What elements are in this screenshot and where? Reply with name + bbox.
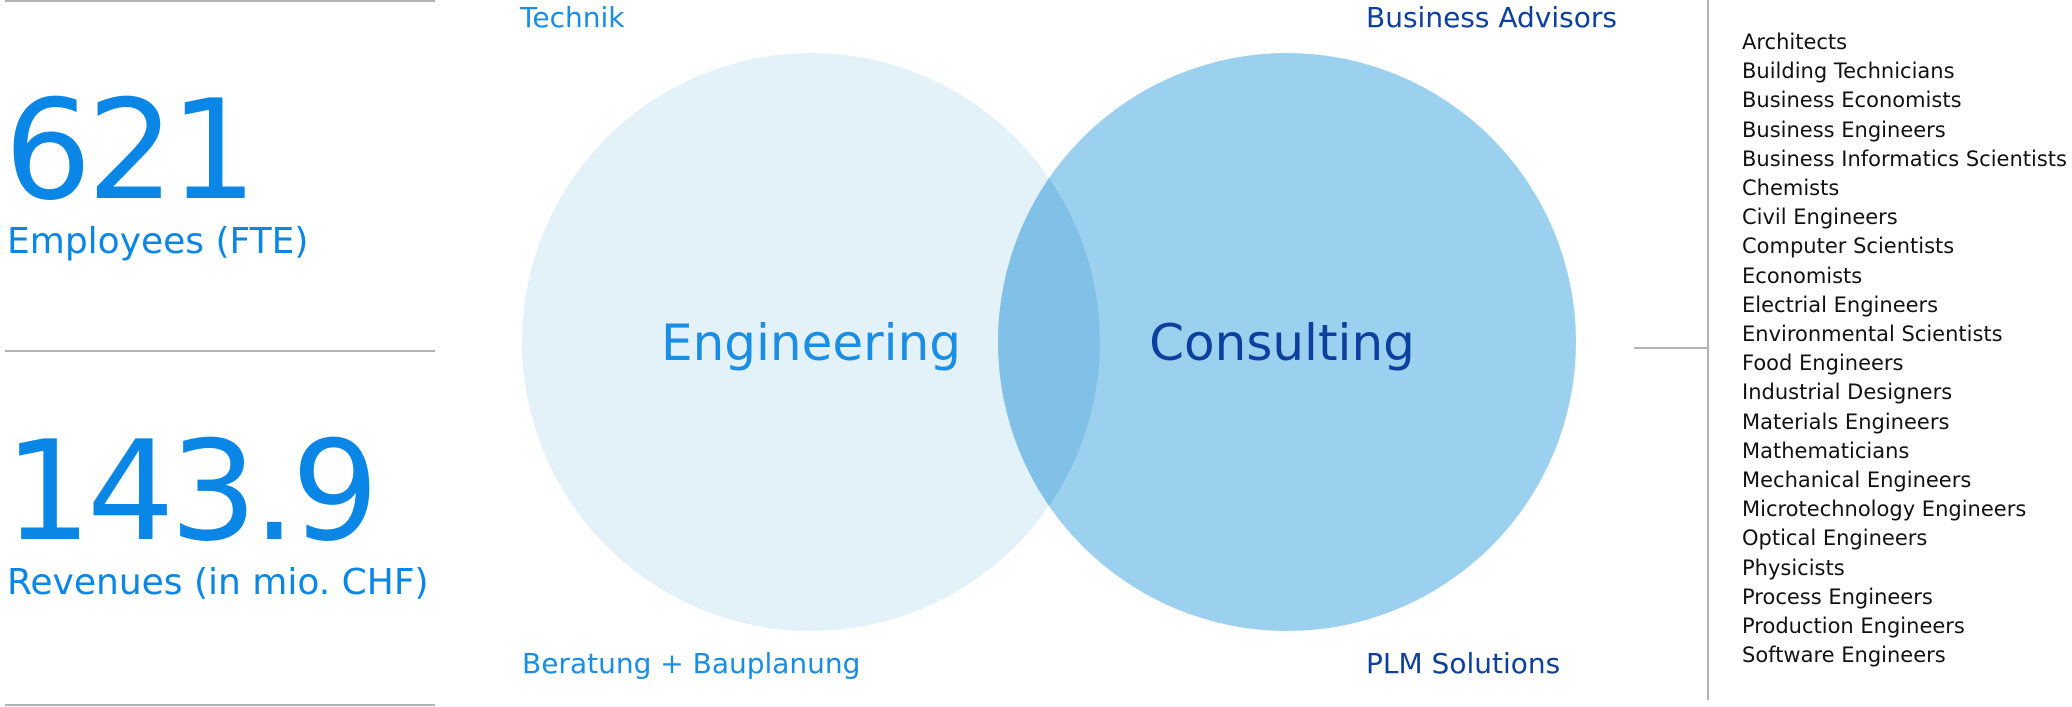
list-item: Materials Engineers bbox=[1742, 409, 1950, 434]
middle-divider bbox=[5, 350, 435, 352]
consulting-label: Consulting bbox=[1149, 314, 1415, 372]
list-item: Software Engineers bbox=[1742, 643, 1946, 668]
list-item: Computer Scientists bbox=[1742, 234, 1955, 259]
list-item: Economists bbox=[1742, 263, 1863, 288]
list-item: Food Engineers bbox=[1742, 351, 1904, 376]
engineering-label: Engineering bbox=[661, 314, 961, 372]
list-item: Optical Engineers bbox=[1742, 526, 1928, 551]
list-item: Architects bbox=[1742, 30, 1848, 54]
top-divider bbox=[5, 0, 435, 2]
employees-label: Employees (FTE) bbox=[7, 221, 309, 262]
engineering-circle bbox=[522, 53, 1100, 631]
business-advisors-label: Business Advisors bbox=[1366, 1, 1617, 34]
list-item: Production Engineers bbox=[1742, 614, 1965, 639]
list-item: Business Economists bbox=[1742, 88, 1962, 113]
list-item: Mathematicians bbox=[1742, 438, 1910, 463]
revenues-label: Revenues (in mio. CHF) bbox=[7, 562, 429, 603]
list-item: Mechanical Engineers bbox=[1742, 468, 1972, 493]
employees-value: 621 bbox=[4, 70, 257, 231]
list-item: Business Engineers bbox=[1742, 117, 1946, 142]
list-item: Business Informatics Scientists bbox=[1742, 146, 2067, 171]
plm-solutions-label: PLM Solutions bbox=[1366, 647, 1561, 680]
list-item: Electrial Engineers bbox=[1742, 292, 1939, 317]
technik-label: Technik bbox=[520, 1, 625, 34]
list-item: Civil Engineers bbox=[1742, 205, 1898, 230]
list-item: Environmental Scientists bbox=[1742, 322, 2003, 347]
beratung-bauplanung-label: Beratung + Bauplanung bbox=[522, 647, 861, 680]
list-item: Physicists bbox=[1742, 555, 1845, 580]
list-item: Building Technicians bbox=[1742, 59, 1955, 84]
consulting-circle bbox=[998, 53, 1576, 631]
list-item: Chemists bbox=[1742, 176, 1840, 201]
connector-line bbox=[1634, 347, 1708, 349]
bottom-divider bbox=[5, 704, 435, 706]
professions-list: Architects Building Technicians Business… bbox=[1742, 28, 2067, 670]
list-item: Microtechnology Engineers bbox=[1742, 497, 2027, 522]
revenues-value: 143.9 bbox=[4, 411, 379, 572]
list-item: Industrial Designers bbox=[1742, 380, 1953, 405]
list-item: Process Engineers bbox=[1742, 584, 1933, 609]
vertical-divider bbox=[1707, 0, 1709, 700]
